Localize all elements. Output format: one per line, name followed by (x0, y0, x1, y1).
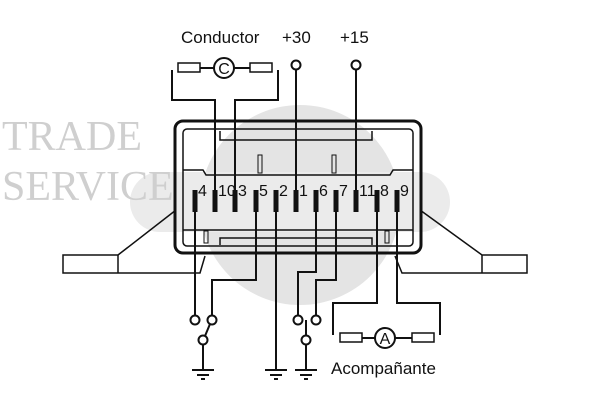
watermark-text: TRADE SERVICE (2, 114, 174, 210)
pin-label-3: 3 (238, 183, 247, 200)
pin-8 (374, 190, 380, 212)
motor-acompanante: A (339, 327, 435, 349)
motor-a-label: A (380, 331, 391, 348)
conductor-label: Conductor (181, 28, 260, 47)
connector-housing (173, 119, 423, 255)
pin-label-11: 11 (359, 183, 376, 200)
watermark (130, 105, 450, 305)
plus15-label: +15 (340, 28, 369, 47)
pin-label-10: 10 (218, 183, 236, 200)
bottom-wiring (189, 212, 441, 370)
pin-6 (313, 190, 319, 212)
pin-label-6: 6 (319, 183, 328, 200)
pin-7 (333, 190, 339, 212)
pin-label-7: 7 (339, 183, 348, 200)
pin-label-4: 4 (198, 183, 207, 200)
ground-symbols (192, 369, 317, 380)
top-wiring (171, 59, 362, 190)
motor-c-label: C (218, 61, 230, 78)
pin-10 (212, 190, 218, 212)
pin-1 (293, 190, 299, 212)
acompanante-label: Acompañante (331, 359, 436, 378)
pin-3 (232, 190, 238, 212)
pin-4 (192, 190, 198, 212)
pin-9 (394, 190, 400, 212)
pin-label-2: 2 (279, 183, 288, 200)
pin-11 (353, 190, 359, 212)
mounting-tab-right (394, 209, 528, 274)
motor-conductor: C (177, 57, 273, 79)
pin-label-9: 9 (400, 183, 409, 200)
pin-label-5: 5 (259, 183, 268, 200)
pin-label-8: 8 (380, 183, 389, 200)
pin-5 (253, 190, 259, 212)
pin-2 (273, 190, 279, 212)
mounting-tab-left (62, 209, 206, 274)
plus30-label: +30 (282, 28, 311, 47)
pin-label-1: 1 (299, 183, 308, 200)
